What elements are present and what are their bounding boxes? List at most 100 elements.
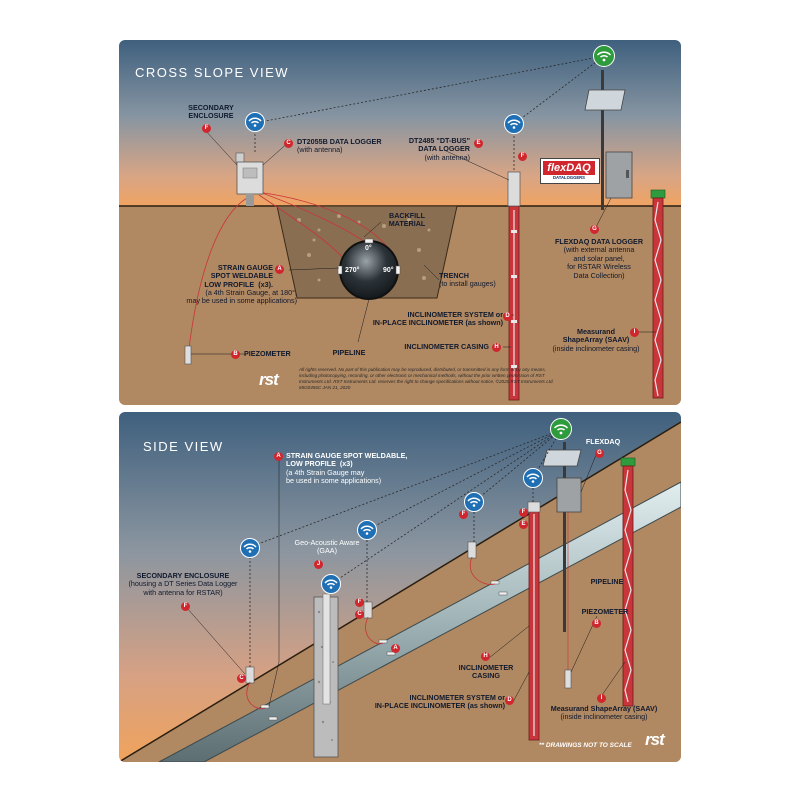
label-flexdaq-logger: FLEXDAQ DATA LOGGER (with external anten… — [544, 237, 654, 280]
shape-array — [654, 201, 662, 397]
badge-i: I — [597, 694, 606, 703]
saav-casing — [652, 197, 664, 399]
wifi-icon — [240, 538, 260, 558]
badge-h: H — [481, 652, 490, 661]
label-strain-gauge-sub: (a 4th Strain Gauge, at 180°, may be use… — [186, 288, 297, 306]
badge-e: E — [474, 139, 483, 148]
antenna-pole — [563, 442, 566, 632]
saav-casing — [622, 465, 634, 707]
rst-logo: rst — [259, 370, 279, 389]
label-dt2485: DT2485 "DT-BUS" DATA LOGGER (with antenn… — [385, 136, 470, 162]
label-saav: Measurand ShapeArray (SAAV) (inside incl… — [549, 704, 659, 722]
angle-90: 90° — [383, 267, 394, 274]
piezometer-cable — [188, 197, 248, 349]
dt2485-title: DT2485 "DT-BUS" DATA LOGGER — [408, 136, 470, 154]
badge-i: I — [630, 328, 639, 337]
badge-h: H — [492, 343, 501, 352]
saav-title: Measurand ShapeArray (SAAV) — [550, 704, 658, 713]
badge-c: C — [284, 139, 293, 148]
badge-f-3: F — [459, 510, 468, 519]
trench-sub: (to install gauges) — [439, 279, 496, 289]
label-secondary-enclosure: SECONDARY ENCLOSURE (housing a DT Series… — [123, 571, 243, 597]
secondary-enclosure — [245, 666, 255, 684]
dt-logger — [527, 501, 541, 513]
label-trench: TRENCH (to install gauges) — [439, 271, 496, 289]
dt2055b-title: DT2055B DATA LOGGER — [297, 137, 382, 146]
badge-b: B — [231, 350, 240, 359]
flexdaq-logger-title: FLEXDAQ DATA LOGGER — [554, 237, 644, 246]
saav-title: Measurand ShapeArray (SAAV) — [562, 327, 630, 345]
label-strain-gauge: STRAIN GAUGE SPOT WELDABLE LOW PROFILE (… — [204, 263, 273, 289]
piezometer — [184, 345, 192, 365]
label-inclinometer-system: INCLINOMETER SYSTEM or IN-PLACE INCLINOM… — [372, 310, 503, 328]
cross-slope-scene — [119, 40, 681, 405]
in-place-inclinometer — [511, 230, 517, 368]
side-view-panel: SIDE VIEW A STRAIN GAUGE SPOT WELDABLE, … — [119, 412, 681, 762]
flexdaq-logger-sub: (with external antenna and solar panel, … — [563, 245, 635, 280]
wifi-icon — [504, 114, 524, 134]
label-dt2055b: DT2055B DATA LOGGER (with antenna) — [297, 137, 382, 155]
label-piezometer: PIEZOMETER — [581, 607, 629, 616]
dt2485-logger — [507, 171, 521, 207]
badge-g: G — [595, 449, 604, 458]
saav-sub: (inside inclinometer casing) — [560, 712, 648, 722]
backfill-material — [297, 214, 431, 282]
strain-gauge-title: STRAIN GAUGE SPOT WELDABLE, LOW PROFILE … — [286, 451, 408, 469]
badge-g: G — [590, 225, 599, 234]
label-saav: Measurand ShapeArray (SAAV) (inside incl… — [551, 327, 641, 353]
side-view-title: SIDE VIEW — [143, 439, 224, 454]
badge-e: E — [519, 520, 528, 529]
dt2055b-sub: (with antenna) — [297, 145, 343, 155]
flexdaq-brand: flexDAQ — [543, 161, 595, 175]
badge-d: D — [505, 696, 514, 705]
badge-a: A — [275, 265, 284, 274]
trench-title: TRENCH — [439, 271, 469, 280]
label-pipeline: PIPELINE — [590, 577, 624, 586]
shape-array — [624, 469, 632, 703]
not-to-scale-note: ** DRAWINGS NOT TO SCALE — [539, 742, 632, 749]
strain-gauge-0 — [364, 238, 374, 244]
pipeline — [158, 481, 681, 762]
label-inclinometer-casing: INCLINOMETER CASING — [404, 342, 489, 351]
secondary-enclosure-sub: (housing a DT Series Data Logger with an… — [128, 579, 238, 597]
label-inclinometer-casing: INCLINOMETER CASING — [458, 663, 514, 681]
wifi-icon — [464, 492, 484, 512]
angle-0: 0° — [365, 245, 372, 252]
wifi-icon — [357, 520, 377, 540]
badge-c-2: C — [355, 610, 364, 619]
flexdaq-enclosure — [556, 477, 582, 513]
wifi-icon — [245, 112, 265, 132]
side-view-scene — [119, 412, 681, 762]
badge-b: B — [592, 619, 601, 628]
wireless-links — [254, 55, 605, 172]
strain-gauge-90 — [395, 265, 401, 275]
badge-d: D — [503, 312, 512, 321]
wifi-icon — [593, 45, 615, 67]
strain-gauge-sub: (a 4th Strain Gauge may be used in some … — [286, 467, 382, 486]
angle-270: 270° — [345, 267, 360, 274]
strain-gauges — [260, 580, 508, 721]
badge-f-2: F — [518, 152, 527, 161]
badge-c: C — [237, 674, 246, 683]
cross-slope-title: CROSS SLOPE VIEW — [135, 65, 290, 80]
piezometer — [564, 669, 572, 689]
wifi-icon — [550, 418, 572, 440]
wifi-icon — [523, 468, 543, 488]
badge-f: F — [202, 124, 211, 133]
solar-panel — [584, 89, 626, 111]
badge-f-4: F — [519, 508, 528, 517]
label-piezometer: PIEZOMETER — [244, 349, 291, 358]
label-pipeline: PIPELINE — [332, 348, 366, 357]
flexdaq-brand-logo: flexDAQ DATALOGGERS — [540, 158, 600, 184]
copyright-text: All rights reserved. No part of this pub… — [299, 367, 554, 390]
antenna-pole — [601, 70, 604, 210]
badge-f: F — [181, 602, 190, 611]
flexdaq-brand-sub: DATALOGGERS — [553, 175, 585, 180]
secondary-enclosure-title: SECONDARY ENCLOSURE — [136, 571, 230, 580]
gaa-sensor — [322, 593, 331, 705]
badge-f-2: F — [355, 598, 364, 607]
saav-sub: (inside inclinometer casing) — [552, 343, 640, 353]
rst-logo: rst — [645, 730, 665, 749]
label-backfill: BACKFILL MATERIAL — [388, 211, 426, 229]
label-gaa: Geo-Acoustic Aware (GAA) — [294, 538, 360, 556]
